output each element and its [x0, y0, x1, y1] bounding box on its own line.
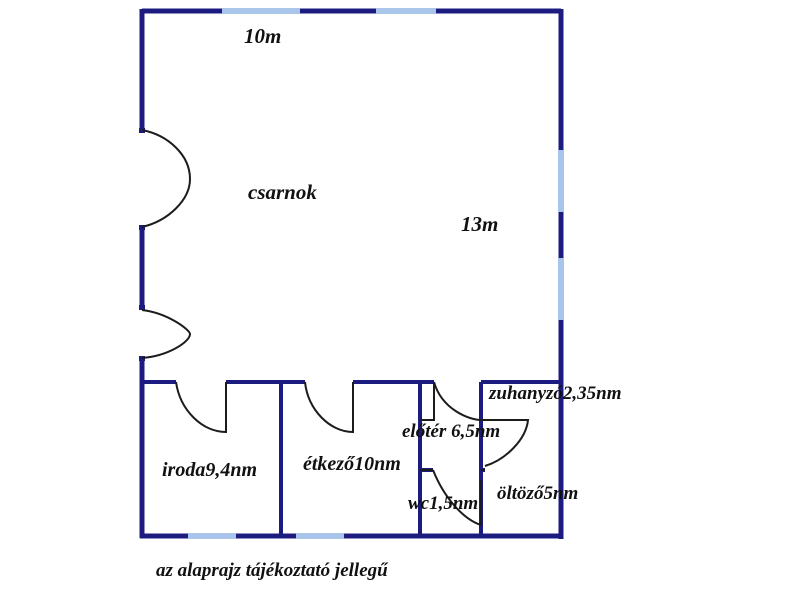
room-hallway: előtér 6,5nm — [402, 421, 500, 442]
room-shower: zuhanyzó2,35nm — [488, 383, 622, 404]
room-wc: wc1,5nm — [408, 493, 478, 514]
window — [558, 258, 564, 320]
door — [420, 382, 435, 421]
arrow-up-icon — [467, 167, 497, 198]
door — [175, 381, 227, 434]
room-dining: étkező10nm — [303, 453, 401, 475]
room-changing: öltöző5nm — [497, 483, 578, 504]
door — [304, 381, 354, 434]
window — [188, 533, 236, 539]
dimension-arrows — [206, 30, 497, 274]
arrow-down-icon — [467, 244, 497, 274]
caption: az alaprajz tájékoztató jellegű — [156, 560, 388, 581]
window — [296, 533, 344, 539]
wall-cap — [139, 356, 145, 361]
windows — [188, 8, 564, 539]
door — [432, 469, 482, 527]
window — [558, 150, 564, 212]
room-office: iroda9,4nm — [162, 459, 257, 481]
door — [433, 381, 482, 421]
window — [222, 8, 300, 14]
height-dimension: 13m — [461, 212, 498, 236]
doors — [141, 129, 530, 527]
room-hall: csarnok — [248, 180, 317, 204]
door — [481, 419, 530, 467]
wall-cap — [139, 225, 145, 230]
wall-cap — [139, 305, 145, 310]
arrow-right-icon — [296, 30, 328, 56]
door — [141, 309, 192, 359]
room-labels: 10m 13m csarnok iroda9,4nm étkező10nm el… — [162, 24, 622, 514]
window — [376, 8, 436, 14]
door — [141, 129, 192, 228]
arrow-left-icon — [206, 30, 240, 56]
width-dimension: 10m — [244, 24, 281, 48]
